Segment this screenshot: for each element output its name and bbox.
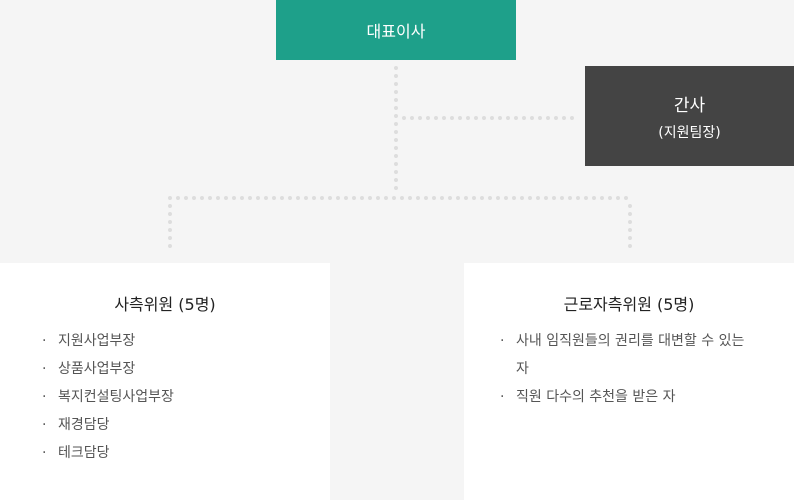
worker-members-panel: 근로자측위원 (5명) 사내 임직원들의 권리를 대변할 수 있는 자 직원 다… xyxy=(464,263,794,500)
list-item: 상품사업부장 xyxy=(42,355,174,383)
list-item: 사내 임직원들의 권리를 대변할 수 있는 자 xyxy=(500,327,746,383)
secretary-box: 간사 (지원팀장) xyxy=(585,66,794,166)
company-members-title: 사측위원 (5명) xyxy=(114,295,216,314)
list-item: 테크담당 xyxy=(42,439,174,467)
ceo-box: 대표이사 xyxy=(276,0,516,60)
company-members-panel: 사측위원 (5명) 지원사업부장 상품사업부장 복지컨설팅사업부장 재경담당 테… xyxy=(0,263,330,500)
secretary-title: 간사 xyxy=(673,95,706,116)
list-item: 직원 다수의 추천을 받은 자 xyxy=(500,383,746,411)
ceo-label: 대표이사 xyxy=(366,22,426,41)
worker-members-list: 사내 임직원들의 권리를 대변할 수 있는 자 직원 다수의 추천을 받은 자 xyxy=(500,327,746,411)
list-item: 지원사업부장 xyxy=(42,327,174,355)
list-item: 복지컨설팅사업부장 xyxy=(42,383,174,411)
list-item: 재경담당 xyxy=(42,411,174,439)
worker-members-title: 근로자측위원 (5명) xyxy=(563,295,695,314)
company-members-list: 지원사업부장 상품사업부장 복지컨설팅사업부장 재경담당 테크담당 xyxy=(42,327,174,467)
secretary-subtitle: (지원팀장) xyxy=(658,124,721,141)
